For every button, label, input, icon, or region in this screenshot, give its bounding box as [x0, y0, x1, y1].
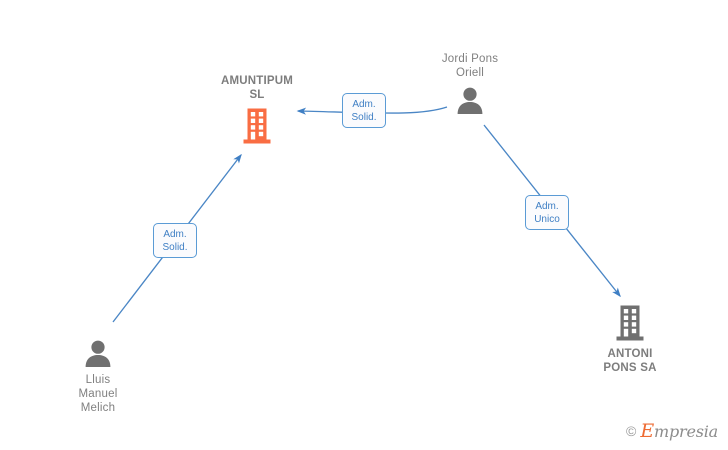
node-label-lluis-manuel-melich: Lluis Manuel Melich — [78, 374, 118, 414]
node-amuntipum-sl[interactable]: AMUNTIPUM SL — [187, 74, 327, 145]
brand-name: Empresia — [640, 420, 718, 442]
brand-rest: mpresia — [654, 422, 718, 441]
node-antoni-pons-sa[interactable]: ANTONI PONS SA — [560, 304, 700, 375]
node-label-amuntipum-sl: AMUNTIPUM SL — [220, 75, 294, 101]
brand-initial: E — [640, 420, 654, 442]
copyright-icon: © — [626, 423, 637, 439]
edge-label-jordi-amuntipum[interactable]: Adm. Solid. — [342, 93, 386, 128]
person-icon[interactable] — [83, 338, 113, 368]
building-icon[interactable] — [615, 304, 645, 342]
node-label-antoni-pons-sa: ANTONI PONS SA — [603, 348, 657, 374]
edge-label-jordi-antoni[interactable]: Adm. Unico — [525, 195, 569, 230]
watermark-empresia: © Empresia — [626, 420, 718, 442]
building-icon[interactable] — [242, 107, 272, 145]
node-label-jordi-pons-oriell: Jordi Pons Oriell — [441, 53, 499, 79]
person-icon[interactable] — [455, 85, 485, 115]
edge-label-lluis-amuntipum[interactable]: Adm. Solid. — [153, 223, 197, 258]
node-jordi-pons-oriell[interactable]: Jordi Pons Oriell — [400, 52, 540, 115]
node-lluis-manuel-melich[interactable]: Lluis Manuel Melich — [28, 338, 168, 415]
